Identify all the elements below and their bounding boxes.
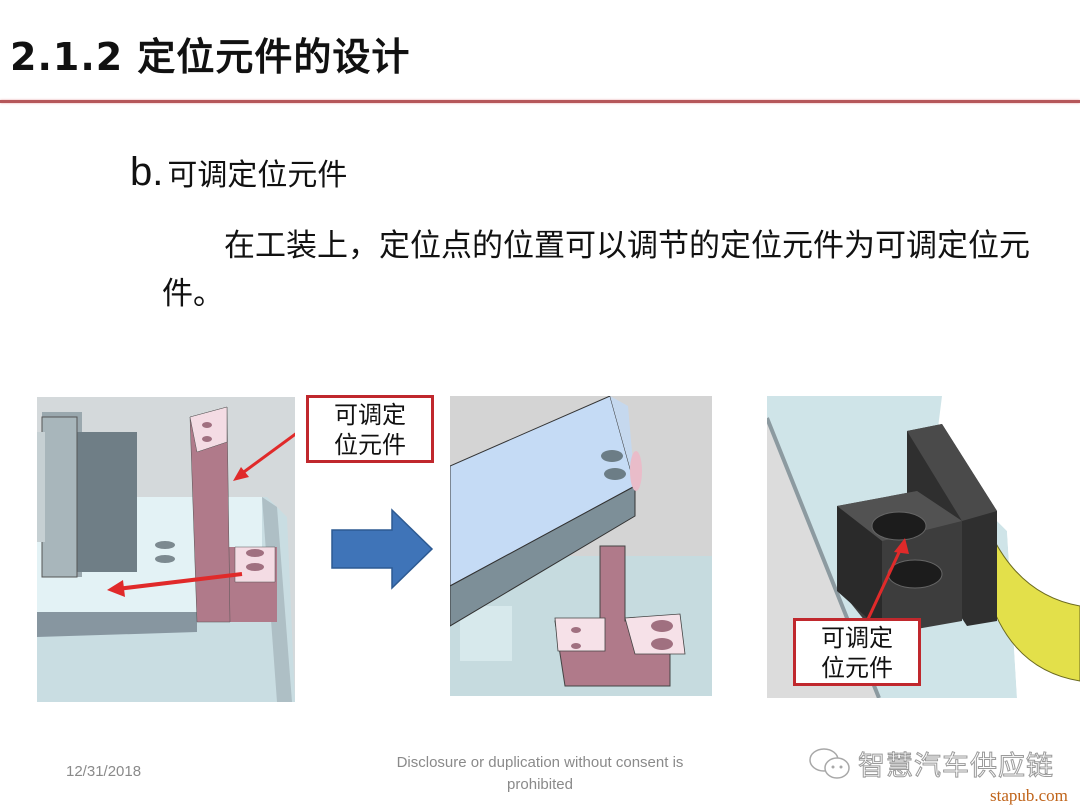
callout-adjustable-locator-1: 可调定 位元件 [306, 395, 434, 463]
site-watermark: stapub.com [990, 786, 1068, 805]
footer-disclaimer: Disclosure or duplication without consen… [370, 752, 710, 796]
section-heading: b. 可调定位元件 [130, 150, 347, 195]
cad-render-2 [450, 396, 712, 696]
disclaimer-line-2: prohibited [507, 776, 573, 793]
section-heading-text: 可调定位元件 [167, 158, 348, 193]
right-arrow-icon [331, 508, 434, 590]
figure-before-adjustment [37, 397, 295, 702]
definition-paragraph: 在工装上，定位点的位置可以调节的定位元件为可调定位元件。 [162, 228, 1030, 312]
section-bullet: b. [130, 150, 164, 194]
callout-line: 可调定 [334, 401, 406, 429]
callout-line: 位元件 [334, 431, 406, 459]
watermark: 智慧汽车供应链 [808, 744, 1054, 783]
callout-adjustable-locator-2: 可调定 位元件 [793, 618, 921, 686]
figure-after-adjustment [450, 396, 712, 696]
callout-line: 位元件 [821, 654, 893, 682]
slide-title: 2.1.2 定位元件的设计 [10, 35, 411, 79]
disclaimer-line-1: Disclosure or duplication without consen… [396, 754, 684, 771]
callout-line: 可调定 [821, 624, 893, 652]
title-divider [0, 100, 1080, 103]
watermark-text: 智慧汽车供应链 [858, 751, 1054, 783]
cad-render-1 [37, 397, 295, 702]
wechat-icon [809, 747, 850, 779]
footer-date: 12/31/2018 [66, 763, 142, 780]
